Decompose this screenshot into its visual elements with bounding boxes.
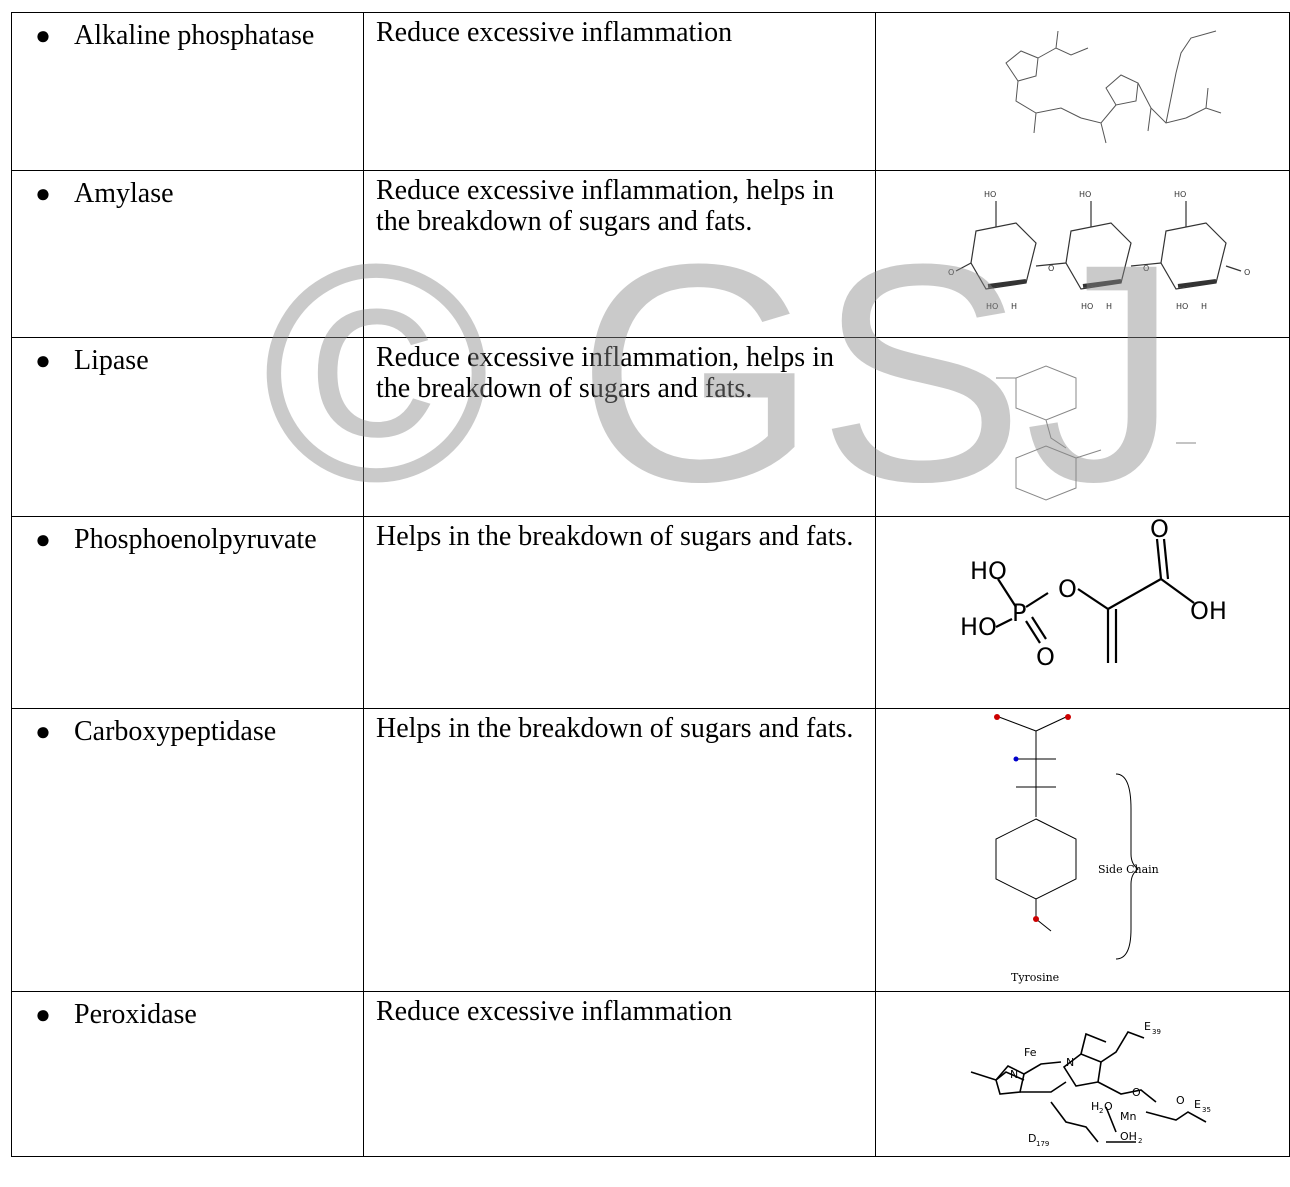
bullet-icon: ●: [35, 346, 51, 375]
enzyme-name: Peroxidase: [74, 999, 197, 1030]
structure-label: O: [1048, 264, 1054, 273]
table-row: ● Carboxypeptidase Helps in the breakdown…: [11, 708, 1290, 992]
peptide-structure-icon: [1005, 30, 1222, 144]
structure-cell: Fe N N E 39 H 2 O Mn OH 2 O O E 35 D 179: [875, 991, 1290, 1157]
enzyme-function: Helps in the breakdown of sugars and fat…: [376, 713, 854, 744]
enzyme-name-cell: ● Peroxidase: [11, 991, 364, 1157]
enzyme-function-cell: Reduce excessive inflammation: [363, 991, 876, 1157]
enzyme-function: Helps in the breakdown of sugars and fat…: [376, 521, 854, 552]
structure-label: HO: [970, 557, 1007, 585]
bullet-icon: ●: [35, 179, 51, 208]
enzyme-name: Amylase: [74, 178, 174, 209]
structure-label: O: [948, 268, 954, 277]
table-row: ● Amylase Reduce excessive inflammation, …: [11, 170, 1290, 338]
structure-label: HO: [960, 613, 997, 641]
ring-structure-icon: [996, 365, 1196, 501]
structure-label: N: [1066, 1056, 1074, 1069]
table-row: ● Phosphoenolpyruvate Helps in the breakd…: [11, 516, 1290, 709]
structure-label: HO: [1079, 190, 1091, 199]
structure-label: OH: [1120, 1130, 1137, 1143]
structure-label: O: [1143, 264, 1149, 273]
structure-label: 39: [1152, 1028, 1161, 1036]
enzyme-name-cell: ● Lipase: [11, 337, 364, 517]
glucose-chain-structure-icon: HO HO HO HO H HO H HO H O O O O: [948, 190, 1250, 311]
enzyme-name: Lipase: [74, 345, 149, 376]
structure-label: 35: [1202, 1106, 1211, 1114]
tyrosine-structure-icon: Side Chain Tyrosine: [994, 714, 1159, 984]
structure-label: HO: [986, 302, 998, 311]
structure-label: Fe: [1024, 1046, 1037, 1059]
enzyme-name-cell: ● Phosphoenolpyruvate: [11, 516, 364, 709]
structure-cell: HO HO P O O O OH: [875, 516, 1290, 709]
structure-label: H: [1106, 302, 1112, 311]
structure-label: HO: [1176, 302, 1188, 311]
structure-cell: HO HO HO HO H HO H HO H O O O O: [875, 170, 1290, 338]
structure-label: N: [1010, 1068, 1018, 1081]
structure-cell: [875, 337, 1290, 517]
structure-label: HO: [984, 190, 996, 199]
structure-label: O: [1104, 1100, 1113, 1113]
table-row: ● Alkaline phosphatase Reduce excessive i…: [11, 12, 1290, 171]
enzyme-function-cell: Helps in the breakdown of sugars and fat…: [363, 708, 876, 992]
bullet-icon: ●: [35, 1000, 51, 1029]
structure-cell: Side Chain Tyrosine: [875, 708, 1290, 992]
structure-label: H: [1011, 302, 1017, 311]
structure-label: H: [1201, 302, 1207, 311]
enzyme-function: Reduce excessive inflammation: [376, 996, 733, 1027]
structure-label: O: [1132, 1086, 1141, 1099]
enzyme-name: Alkaline phosphatase: [74, 20, 315, 51]
phosphoenolpyruvate-structure-icon: HO HO P O O O OH: [960, 517, 1227, 671]
enzyme-function-cell: Reduce excessive inflammation, helps in …: [363, 170, 876, 338]
structure-label: Mn: [1120, 1110, 1136, 1123]
structure-label: E: [1144, 1020, 1151, 1033]
molecule-label: Tyrosine: [1011, 971, 1059, 984]
enzyme-name-cell: ● Carboxypeptidase: [11, 708, 364, 992]
enzyme-function: Reduce excessive inflammation: [376, 17, 733, 48]
enzyme-function-cell: Reduce excessive inflammation, helps in …: [363, 337, 876, 517]
structure-label: HO: [1081, 302, 1093, 311]
structure-label: O: [1058, 575, 1077, 603]
structure-cell: [875, 12, 1290, 171]
structure-label: 179: [1036, 1140, 1049, 1148]
enzyme-name: Phosphoenolpyruvate: [74, 524, 317, 555]
structure-label: 2: [1099, 1107, 1103, 1115]
structure-label: HO: [1174, 190, 1186, 199]
structure-label: O: [1036, 643, 1055, 671]
side-chain-label: Side Chain: [1098, 863, 1159, 876]
table-row: ● Peroxidase Reduce excessive inflammatio…: [11, 991, 1290, 1157]
structure-label: O: [1244, 268, 1250, 277]
enzyme-function: Reduce excessive inflammation, helps in …: [376, 342, 834, 404]
table-row: ● Lipase Reduce excessive inflammation, h…: [11, 337, 1290, 517]
bullet-icon: ●: [35, 21, 51, 50]
heme-manganese-structure-icon: Fe N N E 39 H 2 O Mn OH 2 O O E 35 D 179: [970, 1020, 1211, 1148]
structure-label: D: [1028, 1132, 1036, 1145]
structure-label: OH: [1190, 597, 1227, 625]
enzyme-table: ● Alkaline phosphatase Reduce excessive i…: [11, 12, 1290, 1157]
bullet-icon: ●: [35, 525, 51, 554]
enzyme-function: Reduce excessive inflammation, helps in …: [376, 175, 834, 237]
enzyme-name: Carboxypeptidase: [74, 716, 277, 747]
structure-label: O: [1150, 517, 1169, 543]
enzyme-function-cell: Reduce excessive inflammation: [363, 12, 876, 171]
structure-label: 2: [1138, 1137, 1142, 1145]
structure-label: E: [1194, 1098, 1201, 1111]
enzyme-name-cell: ● Alkaline phosphatase: [11, 12, 364, 171]
bullet-icon: ●: [35, 717, 51, 746]
structure-label: H: [1091, 1100, 1099, 1113]
enzyme-function-cell: Helps in the breakdown of sugars and fat…: [363, 516, 876, 709]
structure-label: O: [1176, 1094, 1185, 1107]
enzyme-name-cell: ● Amylase: [11, 170, 364, 338]
structure-label: P: [1012, 599, 1026, 627]
